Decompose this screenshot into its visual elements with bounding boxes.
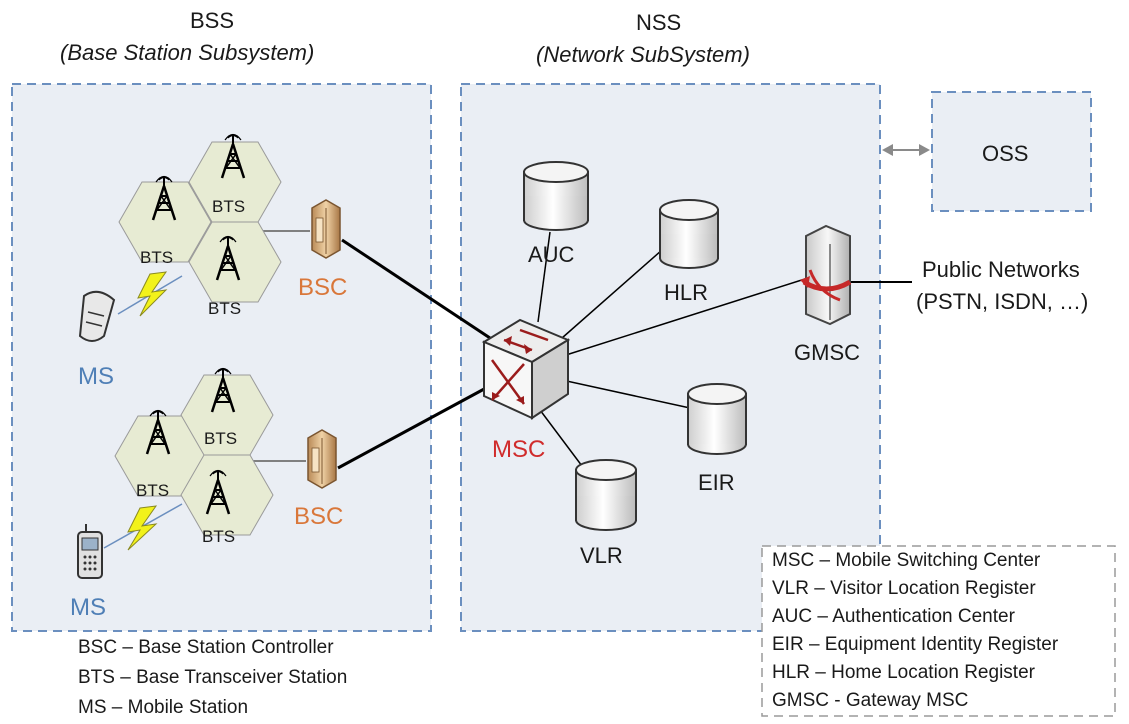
bts-label: BTS xyxy=(140,248,174,267)
nss-legend-item: GMSC - Gateway MSC xyxy=(772,690,969,711)
nss-subtitle: (Network SubSystem) xyxy=(536,42,750,67)
msc-hlr-link xyxy=(561,249,663,339)
bss-abbreviation: BSC – Base Station Controller xyxy=(78,637,334,658)
bts-cluster-bottom xyxy=(114,367,274,536)
msc-gmsc-link xyxy=(565,277,809,356)
msc-eir-link xyxy=(561,379,691,409)
links xyxy=(252,230,912,471)
bts-hex xyxy=(188,221,282,303)
ms-phone-icon-bottom xyxy=(77,524,103,579)
lightning-icon xyxy=(127,505,158,551)
nss-title: NSS xyxy=(636,10,682,35)
msc-label: MSC xyxy=(492,436,546,463)
bts-cluster-top xyxy=(118,133,282,303)
bss-abbreviation: BTS – Base Transceiver Station xyxy=(78,667,348,688)
hlr-label: HLR xyxy=(664,280,709,305)
gmsc-server-icon xyxy=(800,224,852,326)
bts-hex xyxy=(180,454,274,536)
hlr-database-icon xyxy=(659,199,719,269)
bsc-device-icon xyxy=(307,429,337,489)
eir-label: EIR xyxy=(698,470,735,495)
ms-label: MS xyxy=(70,594,106,621)
msc-vlr-link xyxy=(539,409,586,471)
bts-hex xyxy=(118,181,212,263)
ms-phone-icon-top xyxy=(78,290,116,342)
bsc-label: BSC xyxy=(298,274,348,301)
bsc-device-icon xyxy=(311,199,341,259)
oss-label: OSS xyxy=(982,141,1029,166)
nss-legend-box xyxy=(761,545,1116,717)
bts-label: BTS xyxy=(136,481,170,500)
bts-label: BTS xyxy=(208,299,242,318)
oss-box xyxy=(931,91,1092,212)
bss-subtitle: (Base Station Subsystem) xyxy=(60,40,315,65)
bsc-msc-link-top xyxy=(341,238,491,340)
eir-database-icon xyxy=(687,383,747,455)
bsc-msc-link-bottom xyxy=(337,386,487,470)
vlr-label: VLR xyxy=(580,543,623,568)
bts-label: BTS xyxy=(204,429,238,448)
bts-label: BTS xyxy=(202,527,236,546)
msc-switch-icon xyxy=(481,318,571,420)
bsc-label: BSC xyxy=(294,503,344,530)
ms-label: MS xyxy=(78,363,114,390)
nss-legend-item: MSC – Mobile Switching Center xyxy=(772,550,1041,571)
public-networks-label: Public Networks xyxy=(922,257,1080,282)
bss-abbreviation: MS – Mobile Station xyxy=(78,697,249,718)
bss-title: BSS xyxy=(190,8,235,33)
msc-auc-link xyxy=(537,231,551,323)
auc-label: AUC xyxy=(528,242,575,267)
nss-legend-item: AUC – Authentication Center xyxy=(772,606,1015,627)
nss-oss-arrow xyxy=(882,144,930,156)
nss-legend-item: HLR – Home Location Register xyxy=(772,662,1035,683)
gmsc-label: GMSC xyxy=(794,340,860,365)
public-networks-sublabel: (PSTN, ISDN, …) xyxy=(916,289,1089,314)
auc-database-icon xyxy=(523,161,589,231)
nss-legend-item: EIR – Equipment Identity Register xyxy=(772,634,1059,655)
nss-legend-item: VLR – Visitor Location Register xyxy=(772,578,1036,599)
vlr-database-icon xyxy=(575,459,637,531)
lightning-icon xyxy=(137,271,168,317)
bts-label: BTS xyxy=(212,197,246,216)
